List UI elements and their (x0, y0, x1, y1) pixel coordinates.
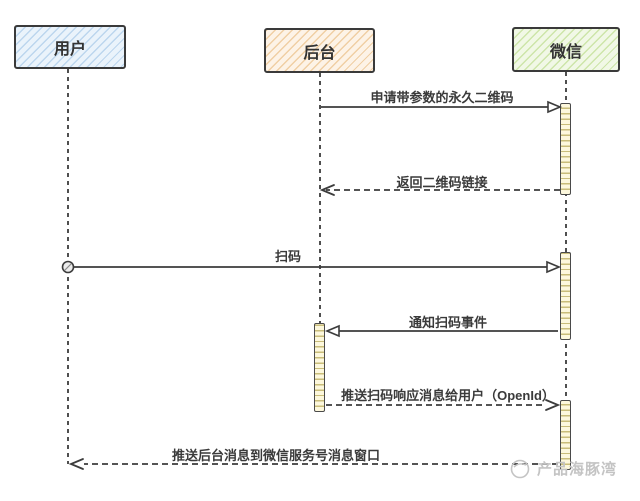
actor-label-wechat: 微信 (549, 43, 582, 61)
message-label-scan-code: 扫码 (274, 249, 302, 264)
arrowhead-open-left-icon (324, 324, 340, 338)
arrowhead-v-left-icon (68, 458, 84, 470)
activation-bar-wechat-2 (560, 252, 571, 340)
arrowhead-v-left-icon (319, 184, 335, 196)
actor-box-wechat: 微信 (512, 27, 620, 72)
dolphin-logo-icon (510, 459, 530, 479)
actor-label-user: 用户 (53, 41, 86, 58)
activation-bar-wechat-3 (560, 400, 571, 470)
message-label-push-scan-response: 推送扫码响应消息给用户（OpenId） (341, 388, 555, 403)
arrowhead-open-right-icon (547, 100, 563, 114)
actor-box-backend: 后台 (264, 28, 375, 73)
actor-box-user: 用户 (14, 25, 126, 69)
actor-label-backend: 后台 (303, 44, 336, 62)
activation-bar-wechat-1 (560, 103, 571, 195)
watermark-text: 产品海豚湾 (537, 460, 618, 478)
watermark: 产品海豚湾 (509, 456, 617, 480)
message-label-request-qrcode: 申请带参数的永久二维码 (370, 90, 514, 105)
message-label-notify-scan-event: 通知扫码事件 (408, 315, 488, 330)
message-arrow-scan-code (61, 260, 562, 274)
message-label-return-qrcode-link: 返回二维码链接 (396, 175, 488, 190)
activation-bar-backend (314, 323, 325, 412)
found-message-circle-icon (61, 260, 75, 274)
arrowhead-open-right-icon (546, 260, 562, 274)
message-label-push-backend-message: 推送后台消息到微信服务号消息窗口 (171, 448, 381, 463)
